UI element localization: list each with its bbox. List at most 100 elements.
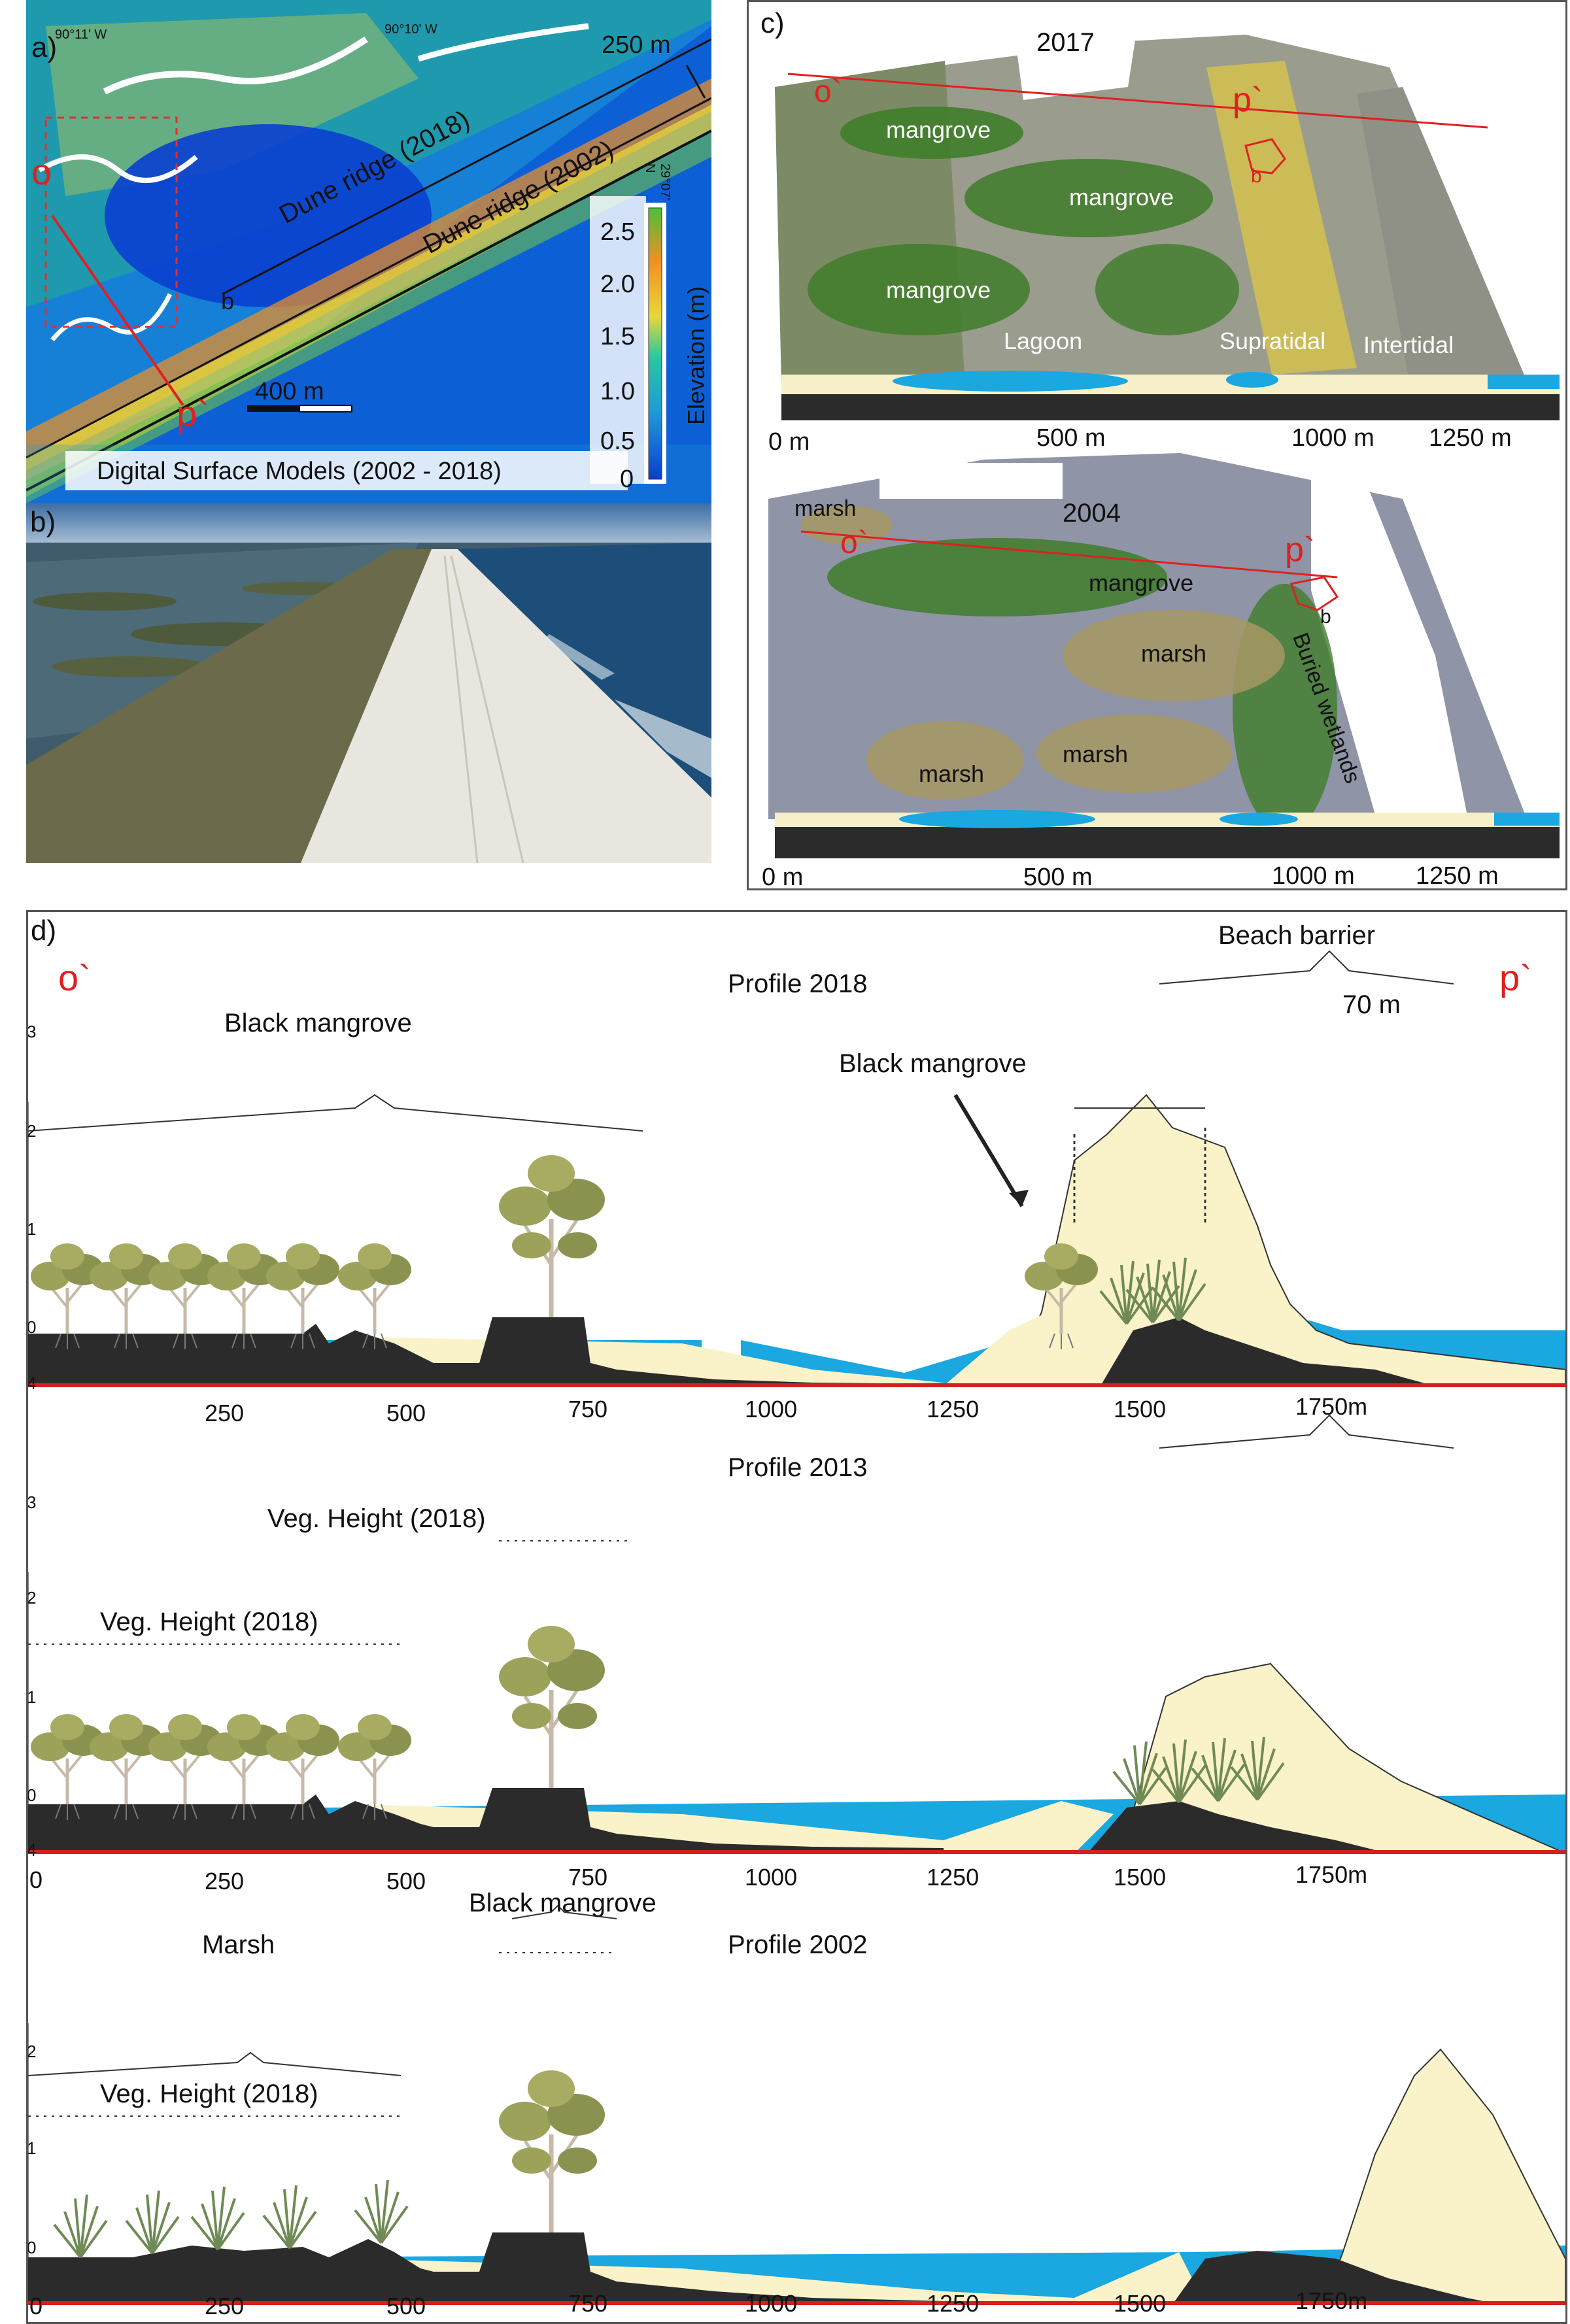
axis-tick: 500 m bbox=[1036, 424, 1106, 452]
x-tick: 500 bbox=[386, 1400, 426, 1426]
annotation-70m: 70 m bbox=[1342, 990, 1401, 1019]
panel-b-aerial-photo: b) bbox=[26, 503, 711, 863]
annotation-veg-height: Veg. Height (2018) bbox=[100, 1608, 318, 1636]
annotation-black-mangrove: Black mangrove bbox=[469, 1889, 657, 1917]
dsm-caption: Digital Surface Models (2002 - 2018) bbox=[97, 458, 502, 485]
label-intertidal: Intertidal bbox=[1363, 331, 1454, 358]
y-tick: 0 bbox=[27, 1317, 37, 1337]
marker-b-bottom: b bbox=[1320, 606, 1331, 628]
label-lagoon: Lagoon bbox=[1004, 328, 1083, 354]
y-tick: 3 bbox=[27, 1492, 37, 1512]
label-supratidal: Supratidal bbox=[1220, 328, 1326, 354]
x-tick: 1750m bbox=[1295, 1393, 1368, 1420]
profile-end-p: p` bbox=[1499, 957, 1532, 998]
x-tick: 250 bbox=[205, 1868, 245, 1895]
profile-title-2013: Profile 2013 bbox=[728, 1453, 868, 1482]
x-tick: 1000 bbox=[745, 1864, 798, 1891]
panel-a-dsm-map: a) 90°11' W 90°10' W 29°07' N 250 m o p`… bbox=[26, 0, 711, 503]
colorbar-tick: 2.5 bbox=[600, 218, 635, 246]
colorbar-tick: 1.5 bbox=[600, 323, 635, 350]
aerial-photo bbox=[26, 503, 711, 863]
year-2017: 2017 bbox=[1036, 28, 1095, 57]
panel-d-label: d) bbox=[31, 915, 57, 947]
label-mangrove: mangrove bbox=[1089, 569, 1194, 596]
x-tick: 1500 bbox=[1114, 1396, 1167, 1423]
label-marsh: marsh bbox=[1063, 741, 1129, 767]
y-tick: 1 bbox=[27, 2138, 37, 2158]
x-tick: 1750m bbox=[1295, 2287, 1368, 2314]
x-tick: 250 bbox=[205, 2293, 245, 2319]
axis-tick: 0 m bbox=[762, 864, 804, 890]
profile-2018-graphic bbox=[28, 950, 1565, 1387]
profile-start-o: o` bbox=[58, 957, 91, 998]
y-tick: 0 bbox=[27, 2238, 37, 2257]
label-marsh: marsh bbox=[794, 496, 857, 521]
x-tick: 1250 bbox=[927, 2290, 980, 2317]
x-tick: 500 bbox=[386, 2293, 426, 2319]
orthophoto-3d-models bbox=[768, 2, 1560, 858]
annotation-veg-height: Veg. Height (2018) bbox=[267, 1504, 486, 1533]
profile-2013-graphic bbox=[28, 1414, 1565, 1854]
panel-d-profiles: d) o` p` Profile 2018 Black mangrove Bla… bbox=[26, 910, 1567, 2324]
y-tick: 2 bbox=[27, 1121, 37, 1141]
scale-bar-label: 400 m bbox=[255, 378, 324, 405]
annotation-black-mangrove: Black mangrove bbox=[839, 1049, 1027, 1078]
y-tick: 4 bbox=[27, 1373, 37, 1393]
annotation-beach-barrier: Beach barrier bbox=[1218, 921, 1376, 950]
annotation-marsh: Marsh bbox=[202, 1930, 275, 1959]
range-label: 250 m bbox=[602, 31, 671, 59]
label-marsh: marsh bbox=[919, 760, 985, 787]
colorbar-tick: 2.0 bbox=[600, 271, 635, 298]
x-tick: 500 bbox=[386, 1868, 426, 1895]
panel-c-label: c) bbox=[760, 7, 785, 39]
x-tick: 0 bbox=[29, 1866, 43, 1893]
profile-end-p: p` bbox=[177, 393, 209, 434]
profile-start-o: o bbox=[31, 151, 52, 192]
longitude-left: 90°11' W bbox=[55, 27, 107, 42]
marker-p-top: p` bbox=[1233, 81, 1263, 119]
x-tick: 750 bbox=[568, 2290, 608, 2317]
label-marsh: marsh bbox=[1141, 640, 1207, 667]
label-mangrove: mangrove bbox=[886, 277, 991, 303]
marker-b: b bbox=[221, 288, 235, 314]
x-tick: 1500 bbox=[1114, 2290, 1167, 2317]
x-tick: 250 bbox=[205, 1400, 245, 1426]
axis-tick: 1250 m bbox=[1429, 424, 1512, 452]
annotation-black-mangrove: Black mangrove bbox=[224, 1009, 412, 1037]
year-2004: 2004 bbox=[1063, 499, 1121, 528]
profile-2002-graphic bbox=[28, 1904, 1565, 2305]
marker-o-top: o` bbox=[814, 75, 842, 109]
x-tick: 1750m bbox=[1295, 1861, 1368, 1888]
profile-title-2018: Profile 2018 bbox=[728, 969, 868, 998]
panel-a-label: a) bbox=[31, 31, 58, 63]
x-tick: 750 bbox=[568, 1864, 608, 1891]
x-tick: 1000 bbox=[745, 2290, 798, 2317]
axis-tick: 1000 m bbox=[1272, 862, 1355, 890]
marker-b-top: b bbox=[1251, 165, 1262, 187]
marker-o-bottom: o` bbox=[840, 526, 868, 560]
y-tick: 0 bbox=[27, 1785, 37, 1805]
x-tick: 1000 bbox=[745, 1396, 798, 1423]
panel-b-label: b) bbox=[30, 506, 56, 538]
y-tick: 2 bbox=[27, 2042, 37, 2061]
label-mangrove: mangrove bbox=[1069, 184, 1174, 211]
colorbar-title: Elevation (m) bbox=[683, 286, 709, 425]
axis-tick: 500 m bbox=[1023, 864, 1093, 890]
label-mangrove: mangrove bbox=[886, 116, 991, 143]
dsm-map bbox=[26, 0, 711, 503]
axis-tick: 0 m bbox=[768, 428, 810, 456]
longitude-mid: 90°10' W bbox=[384, 22, 437, 37]
profile-title-2002: Profile 2002 bbox=[728, 1930, 868, 1959]
y-tick: 1 bbox=[27, 1219, 37, 1239]
y-tick: 2 bbox=[27, 1588, 37, 1608]
panel-c-3d-models: c) 2017 o` p` b mangrove mangrove mangro… bbox=[747, 0, 1567, 890]
colorbar-tick: 0.5 bbox=[600, 428, 635, 455]
x-tick: 0 bbox=[29, 2293, 43, 2319]
y-tick: 3 bbox=[27, 1022, 37, 1041]
x-tick: 750 bbox=[568, 1396, 608, 1423]
x-tick: 1250 bbox=[927, 1864, 980, 1891]
y-tick: 4 bbox=[27, 1840, 37, 1860]
latitude-label: 29°07' N bbox=[643, 163, 672, 201]
y-tick: 1 bbox=[27, 1687, 37, 1707]
x-tick: 1500 bbox=[1114, 1864, 1167, 1891]
